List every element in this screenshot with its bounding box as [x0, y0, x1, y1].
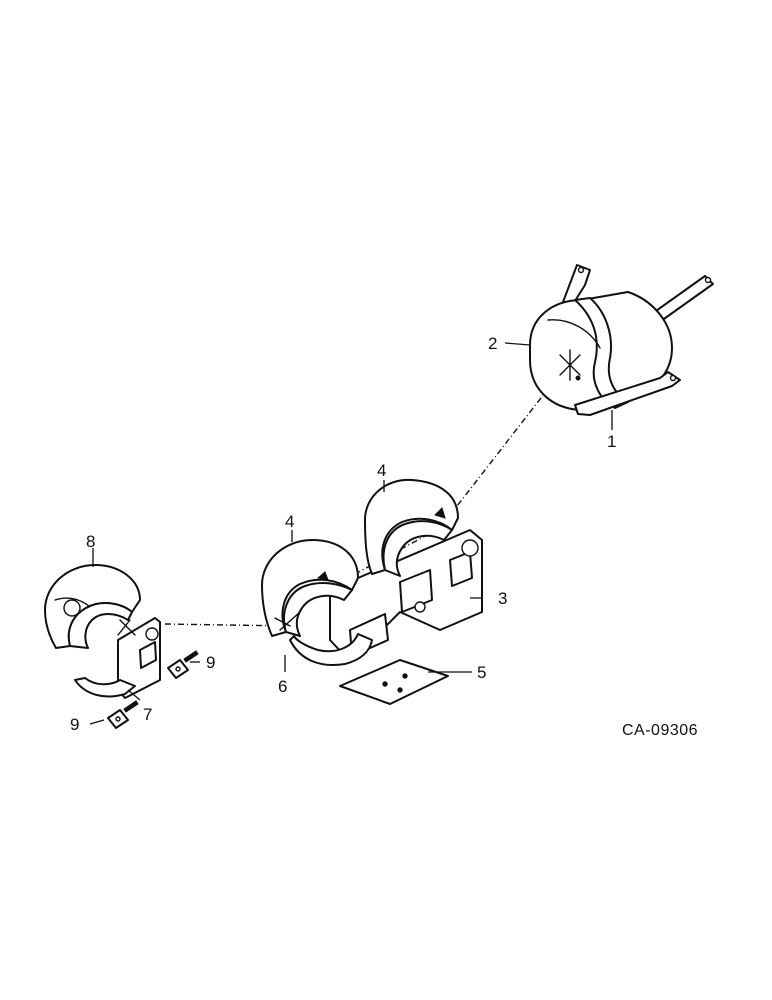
mounting-plate [339, 659, 449, 705]
leader-lines [89, 342, 613, 725]
drawing-reference-code: CA-09306 [622, 722, 698, 739]
upper-clamp-assembly [529, 264, 714, 416]
callout-4-rear: 4 [377, 461, 386, 480]
callout-9-upper: 9 [206, 653, 215, 672]
callout-2: 2 [488, 334, 497, 353]
callout-7: 7 [143, 705, 152, 724]
callout-4-front: 4 [285, 512, 294, 531]
callout-3: 3 [498, 589, 507, 608]
callout-9-lower: 9 [70, 715, 79, 734]
fastener-set [107, 650, 199, 729]
callout-labels: 1 2 3 4 4 5 6 7 8 9 9 [70, 334, 616, 734]
callout-5: 5 [477, 663, 486, 682]
callout-8: 8 [86, 532, 95, 551]
bracket-assembly [261, 478, 483, 666]
callout-6: 6 [278, 677, 287, 696]
callout-1: 1 [607, 432, 616, 451]
left-clamp-assembly [44, 564, 161, 699]
